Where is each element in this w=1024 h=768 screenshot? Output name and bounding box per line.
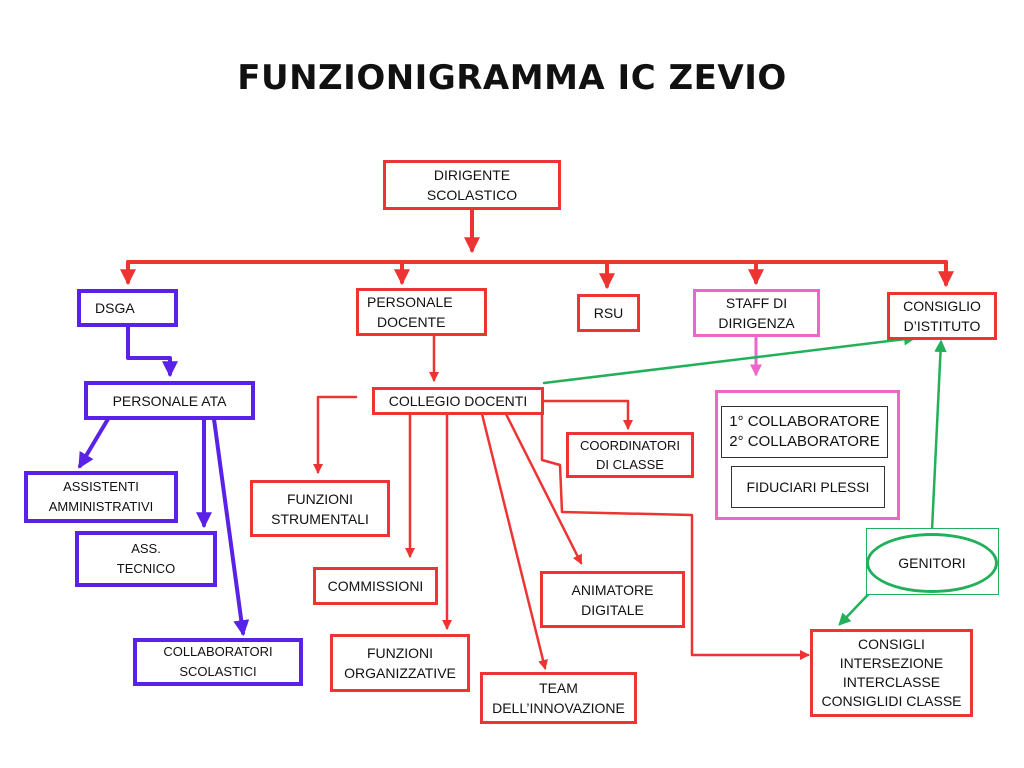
node-consigli: CONSIGLI INTERSEZIONE INTERCLASSE CONSIG…	[810, 629, 973, 717]
node-animatore-line-1: ANIMATORE	[571, 581, 654, 598]
node-assistenti: ASSISTENTI AMMINISTRATIVI	[24, 471, 178, 523]
node-consigli-line-4: CONSIGLIDI CLASSE	[821, 693, 962, 709]
node-assistenti-line-1: ASSISTENTI	[63, 479, 139, 494]
node-team: TEAM DELL’INNOVAZIONE	[480, 672, 637, 724]
node-team-line-2: DELL’INNOVAZIONE	[492, 700, 625, 716]
node-funzioni-organizzative-line-2: ORGANIZZATIVE	[344, 665, 456, 681]
node-ass-tecnico: ASS. TECNICO	[75, 531, 217, 587]
node-collaboratori-scolastici-line-1: COLLABORATORI	[163, 644, 273, 659]
node-consiglio-istituto-line-1: CONSIGLIO	[903, 298, 981, 314]
node-dsga-label: DSGA	[95, 300, 135, 316]
node-consigli-line-3: INTERCLASSE	[842, 674, 941, 690]
node-commissioni-label: COMMISSIONI	[327, 578, 424, 594]
node-rsu: RSU	[577, 294, 640, 332]
node-animatore: ANIMATORE DIGITALE	[540, 571, 685, 628]
node-fiduciari-label: FIDUCIARI PLESSI	[746, 479, 870, 495]
arrow-collegio-consiglio	[542, 333, 917, 385]
node-personale-ata-label: PERSONALE ATA	[112, 392, 227, 409]
node-collaboratori-scolastici: COLLABORATORI SCOLASTICI	[133, 638, 303, 686]
node-assistenti-line-2: AMMINISTRATIVI	[48, 499, 154, 514]
node-personale-ata: PERSONALE ATA	[84, 381, 255, 420]
node-coordinatori-line-2: DI CLASSE	[596, 457, 664, 472]
node-rsu-label: RSU	[593, 305, 624, 321]
node-staff-line-1: STAFF DI	[725, 295, 788, 311]
node-commissioni: COMMISSIONI	[313, 567, 438, 605]
node-funzioni-organizzative: FUNZIONI ORGANIZZATIVE	[330, 634, 470, 692]
node-collaboratori-staff-line-1: 1° COLLABORATORE	[729, 413, 880, 430]
top-bus-line	[126, 260, 948, 280]
page-title: FUNZIONIGRAMMA IC ZEVIO	[237, 58, 787, 98]
node-dirigente: DIRIGENTE SCOLASTICO	[383, 160, 561, 210]
node-consiglio-istituto-line-2: D’ISTITUTO	[903, 318, 981, 334]
node-collaboratori-staff-line-2: 2° COLLABORATORE	[729, 433, 880, 450]
node-dsga: DSGA	[77, 289, 178, 327]
node-funzioni-organizzative-line-1: FUNZIONI	[366, 645, 434, 661]
arrow-collegio-consigli	[540, 412, 810, 660]
node-animatore-line-2: DIGITALE	[581, 601, 644, 618]
node-collegio-docenti: COLLEGIO DOCENTI	[372, 387, 544, 415]
node-consigli-line-2: INTERSEZIONE	[839, 655, 944, 671]
node-ass-tecnico-line-2: TECNICO	[116, 561, 176, 576]
node-fiduciari: FIDUCIARI PLESSI	[731, 466, 885, 508]
node-coordinatori: COORDINATORI DI CLASSE	[566, 432, 694, 478]
arrow-dsga-ata	[126, 325, 178, 378]
arrow-collegio-funzioni-strumentali	[313, 395, 358, 474]
node-funzioni-strumentali: FUNZIONI STRUMENTALI	[250, 480, 390, 537]
arrow-ata-assistenti	[78, 417, 110, 469]
node-consiglio-istituto: CONSIGLIO D’ISTITUTO	[887, 292, 997, 340]
node-staff: STAFF DI DIRIGENZA	[693, 289, 820, 337]
arrow-genitori-consiglio	[930, 339, 947, 532]
arrow-collegio-coordinatori	[542, 399, 633, 430]
node-personale-docente: PERSONALE DOCENTE	[356, 288, 487, 336]
node-genitori-label: GENITORI	[898, 555, 966, 571]
node-funzioni-strumentali-line-1: FUNZIONI	[286, 490, 354, 507]
node-staff-line-2: DIRIGENZA	[718, 315, 795, 331]
node-coordinatori-line-1: COORDINATORI	[580, 438, 680, 453]
node-collegio-docenti-label: COLLEGIO DOCENTI	[388, 393, 528, 409]
node-dirigente-line-2: SCOLASTICO	[426, 187, 518, 203]
node-team-line-1: TEAM	[539, 680, 578, 696]
node-funzioni-strumentali-line-2: STRUMENTALI	[271, 510, 369, 527]
node-ass-tecnico-line-1: ASS.	[131, 541, 161, 556]
node-genitori: GENITORI	[866, 533, 998, 593]
arrow-ata-collaboratori	[212, 417, 250, 637]
node-personale-docente-line-1: PERSONALE	[367, 294, 453, 310]
node-dirigente-line-1: DIRIGENTE	[433, 167, 511, 183]
arrow-collegio-team	[480, 412, 548, 670]
arrow-collegio-animatore	[504, 412, 583, 565]
node-consigli-line-1: CONSIGLI	[858, 636, 925, 652]
node-personale-docente-line-2: DOCENTE	[377, 314, 446, 330]
node-collaboratori-scolastici-line-2: SCOLASTICI	[179, 664, 257, 679]
node-collaboratori-staff: 1° COLLABORATORE 2° COLLABORATORE	[721, 406, 888, 458]
